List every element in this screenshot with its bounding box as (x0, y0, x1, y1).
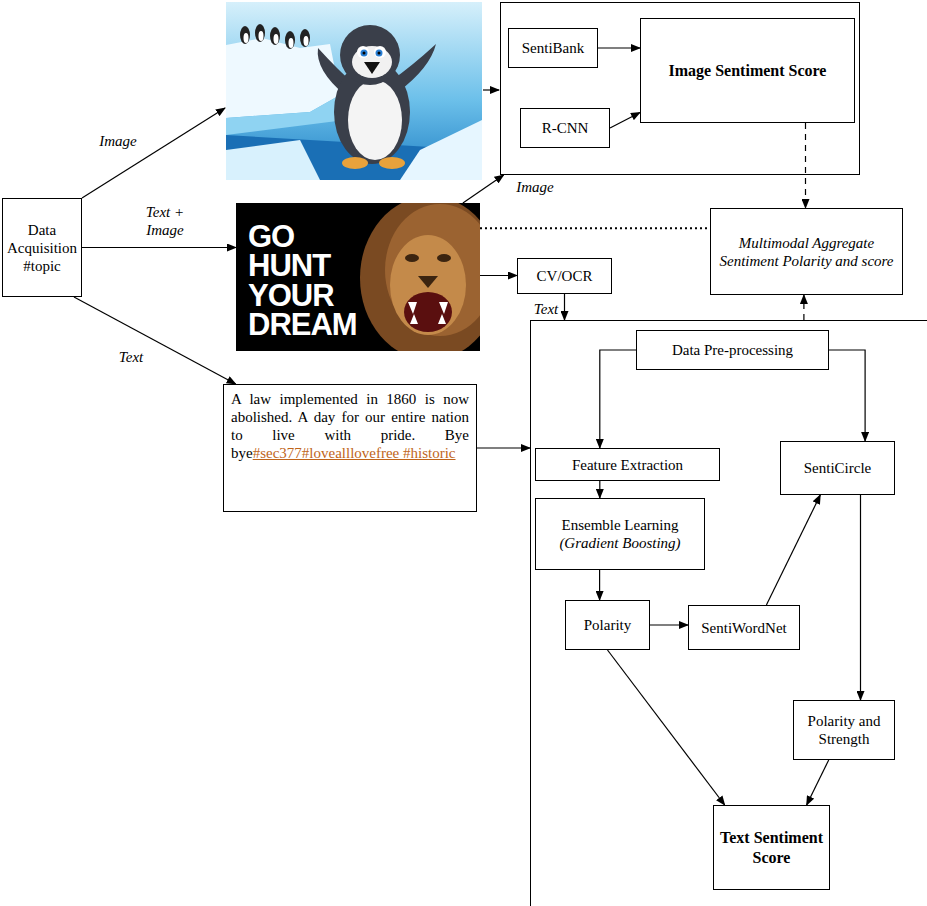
connector (599, 481, 600, 498)
node-text: Polarity and Strength (800, 712, 888, 748)
connector (564, 294, 565, 320)
lion-image (236, 203, 480, 351)
connector (807, 760, 829, 805)
hashtag-text: #sec377#lovealllovefree #historic (253, 445, 456, 461)
node-text: SentiWordNet (701, 619, 786, 637)
result-box: Image Sentiment Score (640, 18, 855, 123)
connector (805, 123, 806, 208)
penguin-image (226, 2, 482, 180)
connector (650, 624, 688, 625)
connector (600, 350, 636, 448)
node-text: Text Sentiment Score (720, 828, 823, 866)
connector (829, 350, 865, 441)
result-box: Text Sentiment Score (713, 805, 830, 890)
process-box: Polarity (565, 600, 650, 650)
node-text: Feature Extraction (572, 456, 683, 474)
edge-label: Text (531, 300, 561, 318)
source-box: Data Acquisition #topic (2, 198, 82, 297)
process-box: Polarity and Strength (793, 700, 895, 760)
connector (599, 570, 600, 600)
module-frame: SentiBankR-CNN Image Sentiment Score (500, 2, 860, 175)
node-text: Polarity (584, 616, 632, 634)
node-text: R-CNN (542, 119, 589, 137)
image-node: GO HUNT YOUR DREAM (236, 203, 480, 351)
node-text: Data Pre-processing (672, 341, 793, 359)
image-text: GO HUNT YOUR DREAM (248, 222, 373, 340)
result-box: Multimodal Aggregate Sentiment Polarity … (710, 208, 903, 295)
tweet-box: A law implemented in 1860 is now abolish… (223, 384, 477, 512)
edge-label: Image (510, 178, 560, 196)
arrow-label: Image (93, 132, 143, 150)
process-box: Data Pre-processing (636, 330, 829, 370)
connector (480, 275, 517, 276)
connector (803, 295, 804, 320)
connector (82, 247, 236, 248)
node-text: (Gradient Boosting) (559, 534, 680, 552)
node-text: Data Acquisition #topic (7, 221, 77, 275)
connector (766, 495, 820, 605)
node-text: CV/OCR (537, 267, 593, 285)
connector (480, 227, 710, 229)
node-text: Multimodal Aggregate Sentiment Polarity … (717, 234, 896, 270)
image-arrow (82, 108, 225, 198)
process-box: SentiBank (508, 28, 598, 68)
process-box: CV/OCR (517, 258, 612, 294)
connector (598, 47, 640, 48)
edge-label: Text (111, 348, 151, 366)
edge-label: Text + Image (135, 203, 195, 239)
process-box: Ensemble Learning(Gradient Boosting) (535, 498, 705, 570)
connector (860, 495, 861, 700)
image-arrow (483, 89, 499, 90)
process-box: Feature Extraction (535, 448, 720, 481)
node-text: SentiCircle (804, 459, 872, 477)
module-frame: Data Pre-processingFeature ExtractionSen… (530, 320, 927, 906)
connector (477, 447, 530, 448)
connector (610, 113, 640, 129)
process-box: SentiCircle (780, 441, 895, 495)
connector (463, 175, 504, 203)
node-text: Ensemble Learning (561, 516, 678, 534)
connector (74, 297, 236, 384)
process-box: SentiWordNet (688, 605, 800, 650)
node-text: Image Sentiment Score (669, 61, 827, 80)
process-box: R-CNN (520, 108, 610, 148)
connector (608, 650, 725, 805)
node-text: SentiBank (522, 39, 585, 57)
